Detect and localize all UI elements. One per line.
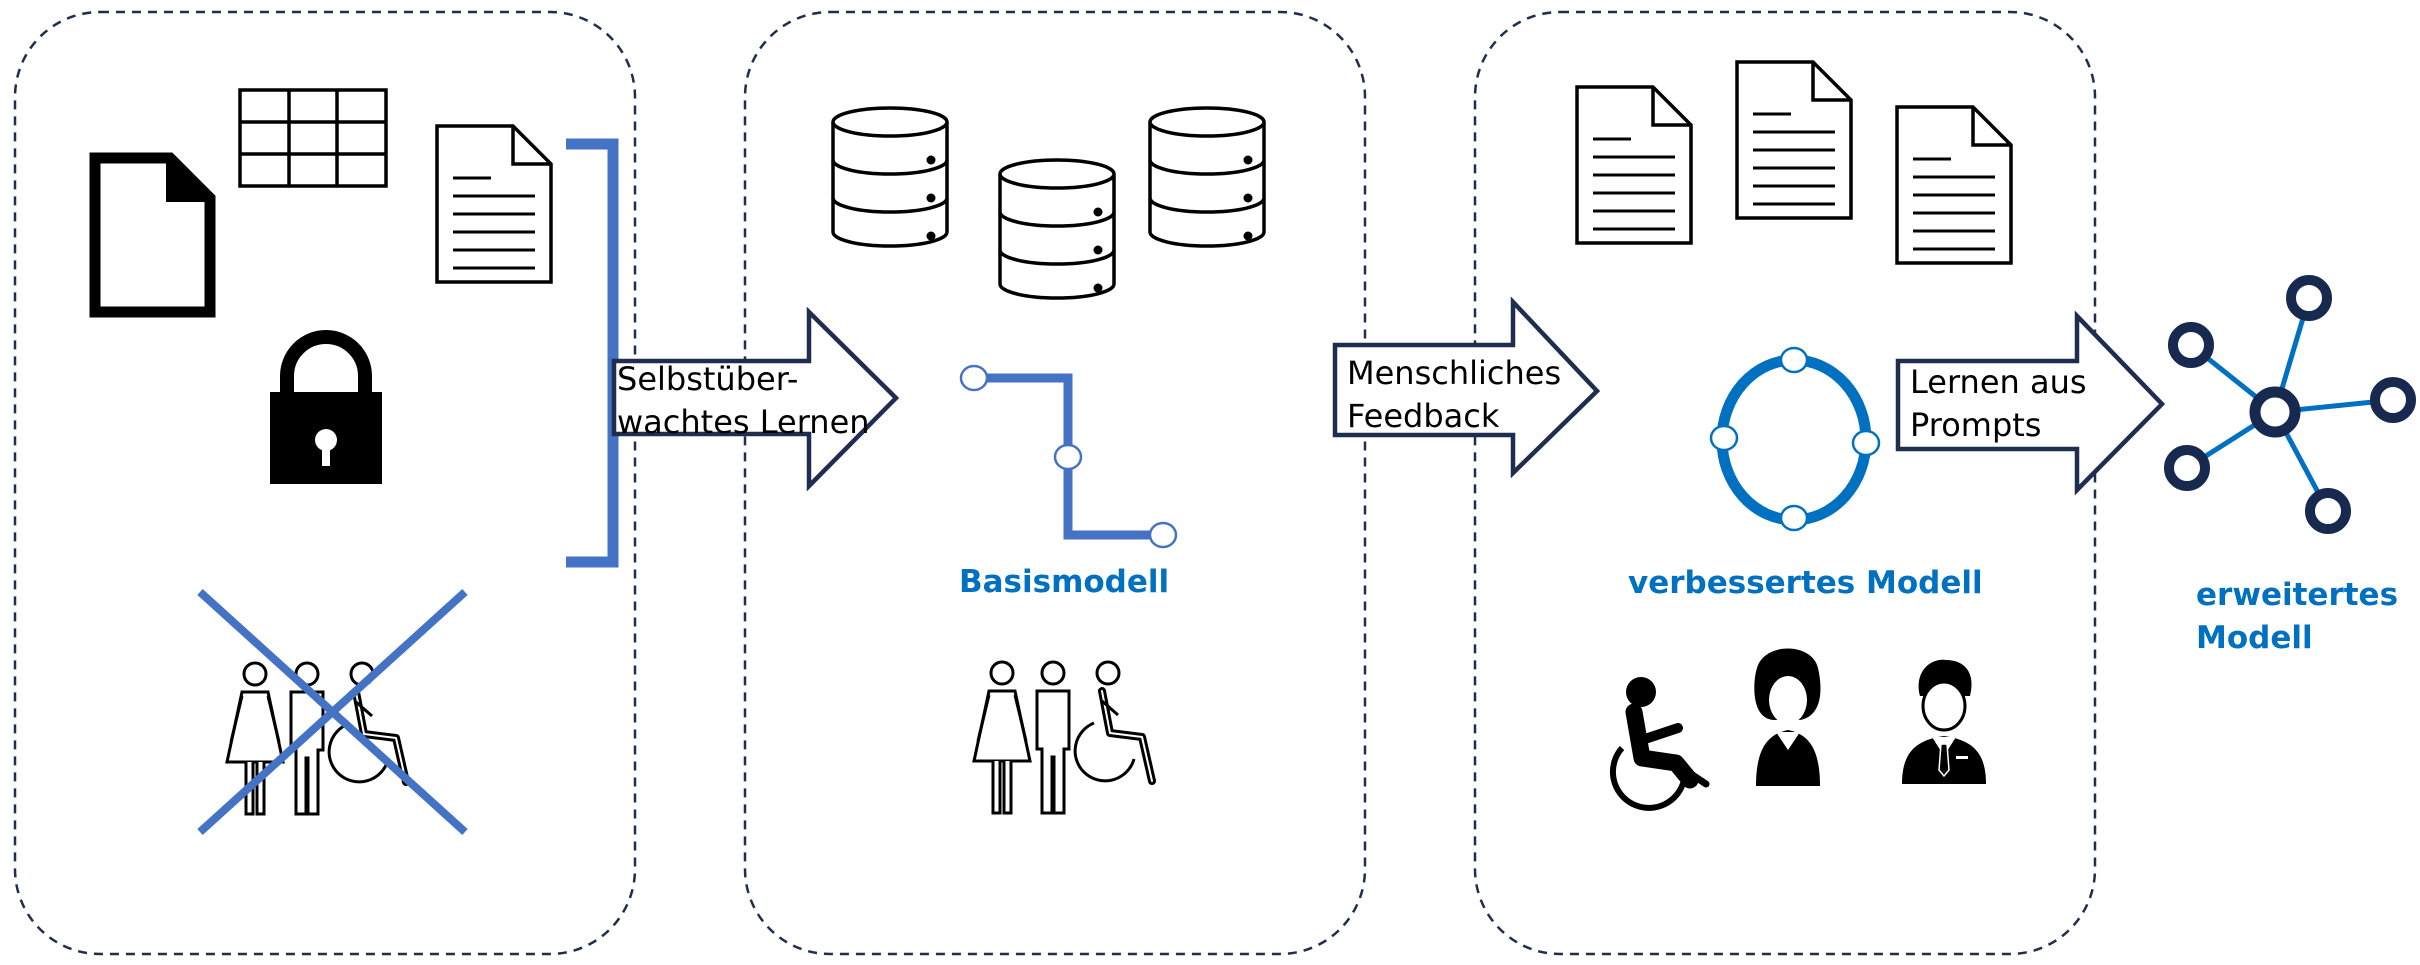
arrow-3-label-line1: Lernen aus [1910, 363, 2087, 401]
stage-3-box [1473, 10, 2097, 956]
arrow-1-label-line2: wachtes Lernen [617, 403, 870, 441]
man-icon [1902, 659, 1986, 784]
document-icon [89, 152, 216, 318]
database-icon [1148, 106, 1266, 248]
network-hub-icon [2164, 275, 2416, 534]
arrow-2-label: Menschliches Feedback [1347, 352, 1561, 438]
extended-model-label-line2: Modell [2196, 620, 2313, 656]
improved-model-ring-icon [1709, 346, 1881, 532]
wheelchair-user-icon [1609, 677, 1710, 811]
arrow-1-shape [611, 306, 900, 492]
arrow-3-label: Lernen aus Prompts [1910, 361, 2087, 447]
arrow-2-shape [1332, 296, 1601, 479]
text-document-icon [1575, 85, 1693, 245]
arrow-3-shape [1895, 310, 2166, 496]
bracket-icon [566, 138, 619, 568]
arrow-1-label: Selbstüber- wachtes Lernen [617, 358, 870, 444]
database-icon [831, 106, 949, 248]
table-icon [238, 88, 388, 188]
extended-model-label: erweitertes Modell [2196, 574, 2398, 660]
arrow-2-label-line2: Feedback [1347, 397, 1500, 435]
stage-2-box [743, 10, 1367, 956]
base-model-path-icon [959, 364, 1178, 549]
arrow-2-label-line1: Menschliches [1347, 354, 1562, 392]
people-crossed-out-icon [197, 589, 468, 835]
extended-model-label-line1: erweitertes [2196, 577, 2399, 613]
base-model-label: Basismodell [959, 564, 1170, 600]
woman-icon [1754, 648, 1821, 786]
arrow-3-label-line2: Prompts [1910, 406, 2042, 444]
arrow-1-label-line1: Selbstüber- [617, 360, 799, 398]
text-document-icon [1735, 60, 1853, 220]
improved-model-label: verbessertes Modell [1628, 565, 1983, 601]
people-outline-icon [972, 662, 1152, 815]
lock-icon [270, 330, 382, 484]
text-document-icon [1895, 105, 2013, 265]
text-document-icon [435, 124, 553, 284]
database-icon [998, 158, 1116, 300]
stage-1-box [13, 10, 637, 956]
